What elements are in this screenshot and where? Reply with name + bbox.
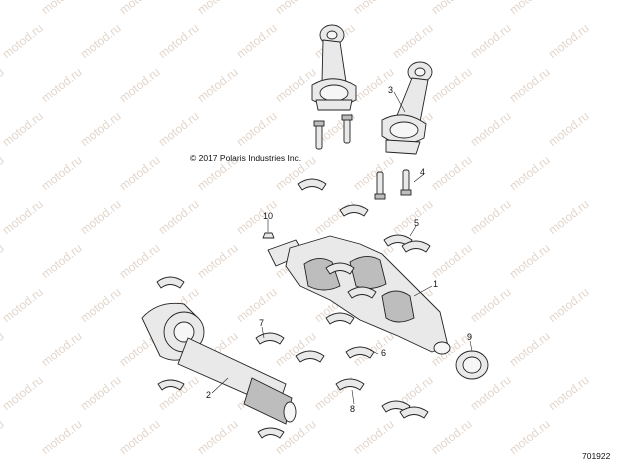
leader-lines bbox=[211, 91, 473, 405]
callout-1: 1 bbox=[433, 279, 439, 289]
drawing-number: 701922 bbox=[582, 451, 611, 461]
connecting-rod-left[interactable] bbox=[311, 24, 357, 111]
callout-4: 4 bbox=[420, 167, 426, 177]
main-bearing-shells[interactable] bbox=[156, 276, 429, 439]
balance-shaft-part[interactable] bbox=[141, 302, 297, 425]
seal-part[interactable] bbox=[455, 350, 489, 380]
callout-3: 3 bbox=[388, 85, 394, 95]
crank-bearing-shells[interactable] bbox=[325, 262, 377, 325]
plug-part[interactable] bbox=[262, 232, 275, 239]
callout-9: 9 bbox=[467, 332, 473, 342]
callout-10: 10 bbox=[263, 211, 274, 221]
copyright-notice: © 2017 Polaris Industries Inc. bbox=[190, 153, 302, 163]
callout-7: 7 bbox=[259, 318, 265, 328]
callout-6: 6 bbox=[381, 348, 387, 358]
rod-bearing-shells[interactable] bbox=[297, 178, 431, 253]
connecting-rod-right[interactable] bbox=[381, 61, 433, 155]
callout-8: 8 bbox=[350, 404, 356, 414]
callout-5: 5 bbox=[414, 218, 420, 228]
callout-2: 2 bbox=[206, 390, 212, 400]
rod-bolts-left[interactable] bbox=[313, 114, 353, 150]
rod-bolts-right[interactable] bbox=[374, 169, 412, 200]
